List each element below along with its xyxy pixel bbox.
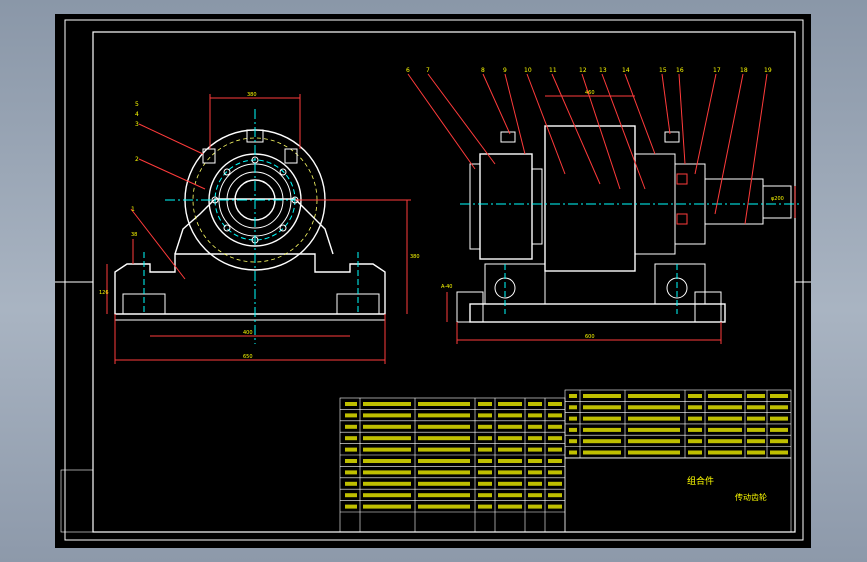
callout-1: 1 [131,206,135,213]
callout-13: 13 [599,67,607,74]
callout-4: 4 [135,111,139,118]
drawing-svg: 380 400 650 126 38 380 5 4 3 2 1 [55,19,811,541]
callout-9: 9 [503,67,507,74]
dim-left-height: 126 [99,290,109,296]
dim-shaft-dia: φ200 [771,196,784,202]
dim-left-small: 38 [131,232,137,238]
callout-18: 18 [740,67,748,74]
dim-left-small-side: A-40 [441,284,452,290]
bom-table [339,389,792,533]
bom-text-rows [345,394,788,509]
callout-19: 19 [764,67,772,74]
dim-top-len: 460 [585,90,595,96]
callout-8: 8 [481,67,485,74]
callout-7: 7 [426,67,430,74]
callout-12: 12 [579,67,587,74]
dim-right-height: 380 [410,254,420,260]
side-view: 600 460 φ200 A-40 6 7 8 9 10 11 12 13 14… [406,67,800,344]
outer-frame [64,19,804,541]
callout-6: 6 [406,67,410,74]
inner-frame [92,31,796,533]
callout-2: 2 [135,156,139,163]
dim-overall-width: 650 [243,354,253,360]
assembly-label: 组合件 [687,475,714,487]
callout-3: 3 [135,121,139,128]
dim-base-width: 400 [243,330,253,336]
drawing-canvas: 380 400 650 126 38 380 5 4 3 2 1 [55,14,811,548]
dim-top-width: 380 [247,92,257,98]
callout-10: 10 [524,67,532,74]
dim-overall-length: 600 [585,334,595,340]
callout-16: 16 [676,67,684,74]
callout-14: 14 [622,67,630,74]
revision-strip [60,469,94,533]
front-view: 380 400 650 126 38 380 5 4 3 2 1 [99,92,420,364]
callout-17: 17 [713,67,721,74]
drawing-name: 传动齿轮 [735,492,767,502]
callout-5: 5 [135,101,139,108]
callout-11: 11 [549,67,557,74]
callout-15: 15 [659,67,667,74]
